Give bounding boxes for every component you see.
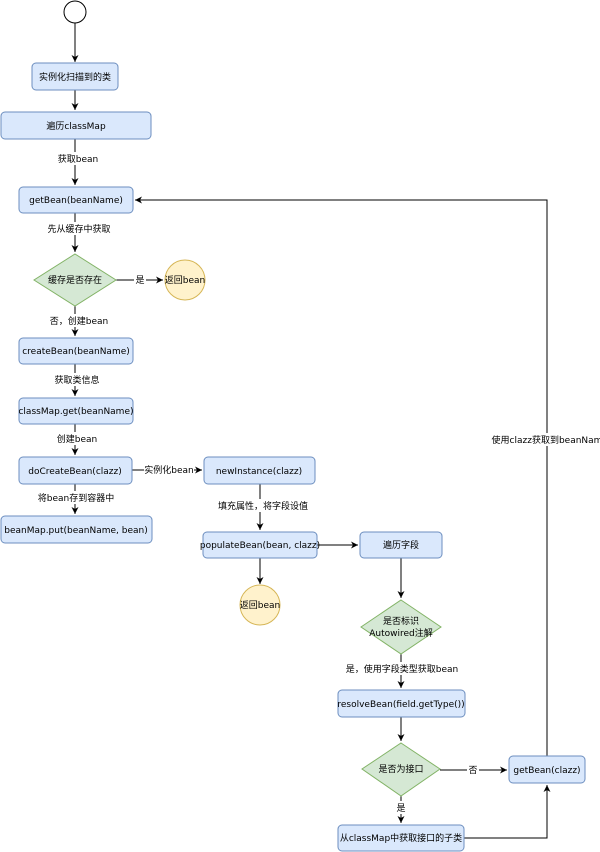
decision-cache-exists-label: 缓存是否存在 <box>48 274 102 286</box>
edge-label-store-in-container: 将bean存到容器中 <box>38 491 114 504</box>
edge-subclass-to-getbeanclazz <box>464 785 551 839</box>
node-resolve-bean: resolveBean(field.getType()) <box>337 689 466 718</box>
edge-label-yes-interface: 是 <box>395 801 407 814</box>
svg-text:是: 是 <box>135 275 144 286</box>
svg-text:是: 是 <box>396 803 405 814</box>
terminal-return-bean-populate: 返回bean <box>239 584 281 626</box>
edge-label-no-create: 否，创建bean <box>48 314 110 327</box>
svg-text:否: 否 <box>468 765 477 776</box>
node-get-subclass-label: 从classMap中获取接口的子类 <box>340 832 462 844</box>
node-create-bean-label: createBean(beanName) <box>22 347 130 357</box>
decision-is-interface-label: 是否为接口 <box>378 763 423 775</box>
node-classmap-get-label: classMap.get(beanName) <box>18 407 133 417</box>
node-do-create-bean: doCreateBean(clazz) <box>18 456 133 485</box>
svg-text:将bean存到容器中: 将bean存到容器中 <box>38 492 114 504</box>
svg-text:是，使用字段类型获取bean: 是，使用字段类型获取bean <box>346 663 458 675</box>
node-iterate-classmap: 遍历classMap <box>0 111 152 140</box>
svg-text:否，创建bean: 否，创建bean <box>50 315 108 327</box>
edge-label-fill-props: 填充属性，将字段设值 <box>217 499 309 512</box>
edge-label-yes-cache: 是 <box>134 273 146 286</box>
node-beanmap-put-label: beanMap.put(beanName, bean) <box>4 526 148 536</box>
node-classmap-get: classMap.get(beanName) <box>18 397 134 425</box>
svg-text:使用clazz获取到beanNam: 使用clazz获取到beanNam <box>492 434 600 446</box>
edge-label-from-cache: 先从缓存中获取 <box>45 222 113 235</box>
svg-text:获取bean: 获取bean <box>58 154 98 165</box>
node-get-bean: getBean(beanName) <box>18 186 134 214</box>
svg-text:创建bean: 创建bean <box>57 433 97 445</box>
decision-is-interface: 是否为接口 <box>361 742 441 797</box>
node-do-create-bean-label: doCreateBean(clazz) <box>28 467 122 477</box>
edge-getbeanclazz-loop-to-getbean <box>135 196 548 756</box>
start-node <box>63 0 87 24</box>
decision-is-autowired-label-2: Autowired注解 <box>369 627 433 639</box>
node-get-subclass: 从classMap中获取接口的子类 <box>337 824 465 852</box>
node-populate-bean-label: populateBean(bean, clazz) <box>200 541 320 551</box>
terminal-return-bean-cache: 返回bean <box>164 259 206 301</box>
node-iterate-classmap-label: 遍历classMap <box>46 120 106 132</box>
svg-text:实例化bean: 实例化bean <box>144 464 193 476</box>
edge-label-get-bean: 获取bean <box>57 152 99 165</box>
node-create-bean: createBean(beanName) <box>18 337 134 365</box>
edge-label-use-clazz: 使用clazz获取到beanNam <box>492 433 600 446</box>
edge-label-yes-by-type: 是，使用字段类型获取bean <box>345 662 459 675</box>
decision-is-autowired-label-1: 是否标识 <box>383 615 419 627</box>
decision-is-autowired: 是否标识 Autowired注解 <box>360 599 442 655</box>
node-get-bean-clazz-label: getBean(clazz) <box>513 766 580 776</box>
svg-text:获取类信息: 获取类信息 <box>54 374 99 386</box>
terminal-return-bean-populate-label: 返回bean <box>240 599 280 611</box>
svg-text:填充属性，将字段设值: 填充属性，将字段设值 <box>218 500 308 512</box>
node-get-bean-clazz: getBean(clazz) <box>508 755 586 784</box>
node-iterate-fields-label: 遍历字段 <box>383 539 419 551</box>
edge-label-create-bean: 创建bean <box>56 432 98 445</box>
edge-label-get-class-info: 获取类信息 <box>53 373 101 386</box>
node-iterate-fields: 遍历字段 <box>359 531 443 559</box>
node-new-instance-label: newInstance(clazz) <box>216 467 302 477</box>
node-get-bean-label: getBean(beanName) <box>29 196 123 206</box>
node-resolve-bean-label: resolveBean(field.getType()) <box>337 700 464 710</box>
node-populate-bean: populateBean(bean, clazz) <box>200 531 320 559</box>
node-beanmap-put: beanMap.put(beanName, bean) <box>0 515 153 544</box>
decision-cache-exists: 缓存是否存在 <box>33 253 117 307</box>
node-instantiate-scanned-label: 实例化扫描到的类 <box>39 71 111 83</box>
svg-text:先从缓存中获取: 先从缓存中获取 <box>47 223 110 235</box>
terminal-return-bean-cache-label: 返回bean <box>165 274 205 286</box>
node-new-instance: newInstance(clazz) <box>203 456 316 485</box>
edge-label-instantiate-bean: 实例化bean <box>144 463 194 476</box>
edge-label-no-interface: 否 <box>467 763 479 776</box>
node-instantiate-scanned: 实例化扫描到的类 <box>31 62 119 91</box>
